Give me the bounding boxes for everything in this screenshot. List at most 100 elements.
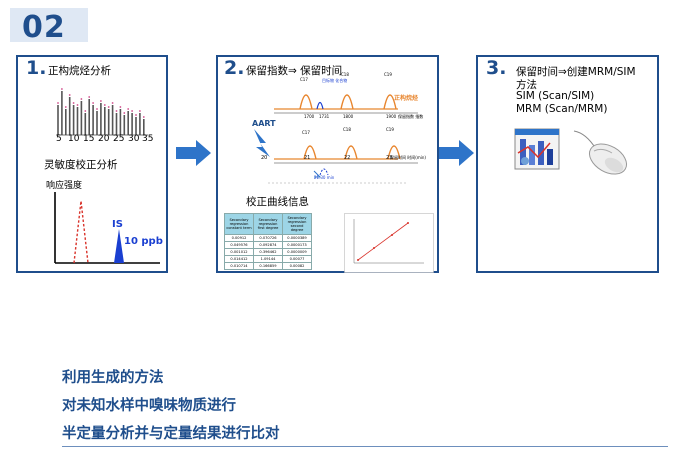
bottom-axis-tick: 23	[386, 155, 393, 161]
concentration-label: 10 ppb	[124, 236, 163, 247]
conclusion-line-1: 利用生成的方法	[62, 370, 164, 386]
aart-label: AART	[252, 119, 276, 128]
alkane-xticks: 5 10 15 20 25 30 35	[56, 134, 156, 146]
table-cell: 0.0000009	[282, 248, 312, 256]
calibration-title: 校正曲线信息	[246, 196, 309, 208]
xtick: 5	[56, 134, 62, 144]
table-cell: 1.09144	[253, 255, 283, 263]
alkane-label: 正构烷烃	[394, 95, 419, 102]
top-peak-c19	[383, 94, 397, 110]
alkane-peak-marker	[68, 94, 71, 96]
top-axis-tick: 1700	[304, 114, 315, 119]
predicted-peak	[319, 168, 329, 176]
alkane-peak-marker	[64, 106, 67, 108]
table-header: Secondary regression second degree	[282, 213, 312, 235]
panel-alkane-analysis: 1. 正构烷烃分析 5 10 15 20 25 30 35 灵敏度校正分析 响应…	[16, 55, 168, 273]
top-peak-label: C17	[300, 77, 308, 82]
flow-arrow-1	[176, 140, 211, 166]
aart-arrow-icon	[254, 129, 270, 157]
alkane-peak-marker	[103, 104, 106, 106]
table-cell: 0.0000173	[282, 241, 312, 249]
section-badge: 02	[10, 8, 88, 45]
alkane-peak-marker	[123, 112, 126, 114]
top-peak-c18	[340, 94, 354, 110]
table-cell: 0.001012	[224, 248, 254, 256]
calibration-point	[407, 222, 409, 224]
bottom-peak-c18	[344, 145, 358, 160]
alkane-peak-marker	[107, 106, 110, 108]
xtick: 30	[128, 134, 140, 144]
table-cell: 0.049576	[224, 241, 254, 249]
compound-label: 目标物 化合物	[322, 78, 348, 83]
top-peak-label: C19	[384, 72, 392, 77]
top-axis-tick: 1800	[343, 114, 354, 119]
alkane-peak-marker	[80, 98, 83, 100]
method-file-icon	[514, 128, 560, 170]
table-cell: 0.00077	[282, 255, 312, 263]
computer-mouse-icon	[573, 130, 627, 175]
retention-index-diagram	[268, 94, 418, 184]
alkane-peak-marker	[131, 110, 133, 112]
table-cell: 0.396462	[253, 248, 283, 256]
alkane-peak-marker	[119, 106, 122, 108]
table-cell: 0.00082	[282, 262, 312, 270]
alkane-peak-marker	[142, 116, 145, 118]
alkane-peak-marker	[127, 108, 130, 110]
top-axis-tick: 1731	[319, 114, 330, 119]
bottom-peak-c17	[303, 145, 317, 160]
alkane-peak-marker	[57, 102, 59, 104]
alkane-peak-marker	[139, 110, 141, 112]
conclusion-line-3: 半定量分析并与定量结果进行比对	[62, 426, 280, 442]
table-header: Secondary regression first degree	[253, 213, 283, 235]
bottom-axis-tick: 22	[344, 155, 351, 161]
alkane-peak-marker	[92, 102, 94, 104]
sensitivity-chart	[54, 192, 160, 264]
panel3-line2: 方法	[516, 79, 537, 91]
panel1-title: 正构烷烃分析	[48, 65, 111, 77]
panel3-line3: SIM (Scan/SIM)	[516, 90, 595, 102]
target-peak	[316, 101, 324, 110]
alkane-peak-marker	[96, 108, 98, 110]
calibration-point	[357, 259, 359, 261]
regression-line	[357, 222, 409, 261]
alkane-peak-marker	[72, 102, 75, 104]
table-cell: 0.0000389	[282, 234, 312, 242]
is-label: IS	[112, 219, 123, 230]
alkane-chromatogram	[56, 88, 148, 136]
alkane-peak-marker	[88, 96, 91, 98]
table-cell: 0.092874	[253, 241, 283, 249]
table-cell: 0.010714	[224, 262, 254, 270]
calibration-point	[391, 234, 393, 236]
bottom-peak-c19	[387, 145, 401, 160]
alkane-bars	[57, 88, 145, 135]
table-header-row: Secondary regression constant term Secon…	[224, 213, 312, 235]
alkane-peak-marker	[135, 114, 137, 116]
panel2-title: 保留指数⇒ 保留时间	[246, 65, 343, 77]
xtick: 25	[113, 134, 125, 144]
panel-retention-index: 2. 保留指数⇒ 保留时间 AART C17 C18 C19 目标物 化合物 正…	[216, 55, 439, 273]
xtick: 20	[98, 134, 110, 144]
bottom-axis-label: 保留时间 时间(min)	[390, 155, 426, 160]
reference-peak-dashed	[73, 200, 89, 264]
table-cell: 0.00912	[224, 234, 254, 242]
bottom-peak-label: C19	[386, 127, 394, 132]
table-cell: 0.014412	[224, 255, 254, 263]
alkane-peak-marker	[111, 102, 114, 104]
panel3-line4: MRM (Scan/MRM)	[516, 103, 608, 115]
xtick: 15	[83, 134, 95, 144]
alkane-peak-marker	[100, 100, 102, 102]
bottom-peak-label: C17	[302, 130, 310, 135]
alkane-peak-marker	[115, 110, 118, 112]
calibration-curve-plot	[344, 213, 434, 273]
section-number: 02	[22, 10, 66, 45]
bottom-axis-tick: 21	[304, 155, 311, 161]
calibration-table: Secondary regression constant term Secon…	[224, 213, 312, 270]
conclusion-line-2: 对未知水样中嗅味物质进行	[62, 398, 236, 414]
alkane-peak-marker	[76, 104, 79, 106]
bottom-axis-tick: 20	[261, 155, 268, 161]
bottom-divider	[62, 446, 668, 447]
panel1-subtitle: 灵敏度校正分析	[44, 159, 118, 171]
top-axis-label: 保留指数 指数	[398, 114, 424, 119]
